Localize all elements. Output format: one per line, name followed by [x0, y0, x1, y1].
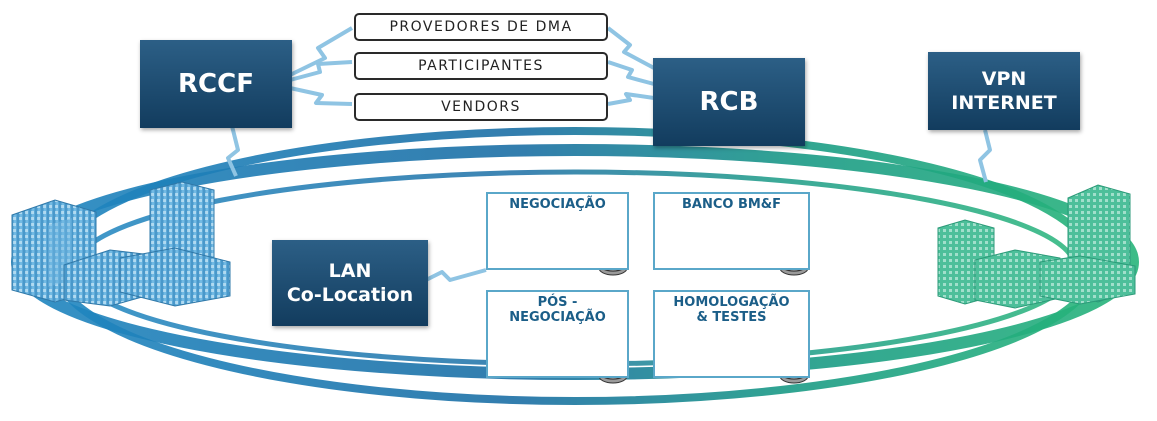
link-vendors: VENDORS: [354, 93, 608, 121]
segment-homologacao-testes: HOMOLOGAÇÃO & TESTES: [653, 290, 810, 378]
segment-title: HOMOLOGAÇÃO & TESTES: [673, 295, 790, 325]
link-participantes: PARTICIPANTES: [354, 52, 608, 80]
link-label: PROVEDORES DE DMA: [389, 19, 573, 35]
lan-label: LAN: [328, 260, 372, 282]
segment-negociacao: NEGOCIAÇÃO: [486, 192, 629, 270]
rcb-label: RCB: [699, 87, 759, 117]
link-provedores-dma: PROVEDORES DE DMA: [354, 13, 608, 41]
internet-label: INTERNET: [951, 92, 1057, 114]
vpn-internet-node: VPN INTERNET: [928, 52, 1080, 130]
building-cluster-icon: [937, 184, 1136, 309]
lan-colocation-node: LAN Co-Location: [272, 240, 428, 326]
rcb-node: RCB: [653, 58, 805, 146]
rccf-label: RCCF: [178, 69, 254, 99]
colocation-label: Co-Location: [286, 284, 414, 306]
segment-banco-bmf: BANCO BM&F: [653, 192, 810, 270]
vpn-label: VPN: [981, 68, 1027, 90]
segment-pos-negociacao: PÓS - NEGOCIAÇÃO: [486, 290, 629, 378]
segment-title: NEGOCIAÇÃO: [509, 197, 606, 212]
link-label: VENDORS: [441, 99, 521, 115]
segment-title: PÓS - NEGOCIAÇÃO: [509, 295, 606, 325]
segment-title: BANCO BM&F: [681, 197, 782, 212]
building-cluster-icon: [11, 181, 231, 307]
link-label: PARTICIPANTES: [418, 58, 544, 74]
lightning-link-icon: [226, 26, 992, 282]
rccf-node: RCCF: [140, 40, 292, 128]
